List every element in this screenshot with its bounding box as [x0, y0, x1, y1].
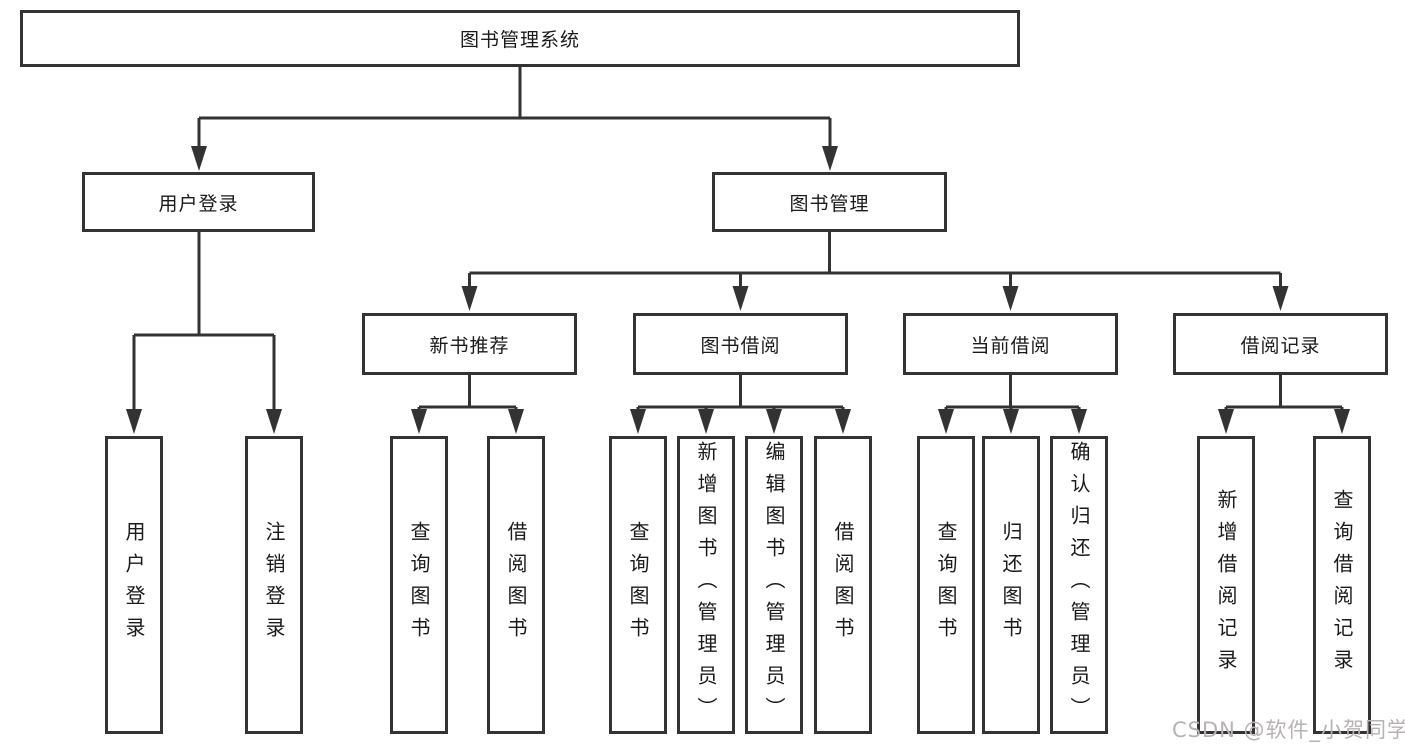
leaf-confirm-return-admin-label: 确认归还（管理员）: [1067, 441, 1091, 729]
node-current-borrow: 当前借阅: [903, 313, 1118, 375]
leaf-logout-label: 注销登录: [262, 521, 286, 649]
node-root-label: 图书管理系统: [459, 29, 580, 51]
leaf-borrow-books-recommend: 借阅图书: [487, 436, 545, 734]
leaf-query-books-borrow-label: 查询图书: [626, 521, 650, 649]
arrowheads: [126, 146, 1350, 434]
leaf-edit-books-admin: 编辑图书（管理员）: [745, 436, 803, 734]
leaf-query-books-borrow: 查询图书: [609, 436, 667, 734]
leaf-query-books-recommend: 查询图书: [390, 436, 448, 734]
leaf-return-books: 归还图书: [982, 436, 1040, 734]
leaf-logout: 注销登录: [245, 436, 303, 734]
leaf-return-books-label: 归还图书: [999, 521, 1023, 649]
node-borrow-records: 借阅记录: [1173, 313, 1388, 375]
leaf-query-borrow-record-label: 查询借阅记录: [1330, 489, 1354, 681]
node-borrow-records-label: 借阅记录: [1240, 334, 1321, 357]
node-book-borrow-label: 图书借阅: [700, 334, 781, 357]
node-book-management-label: 图书管理: [789, 192, 870, 215]
leaf-user-login: 用户登录: [105, 436, 163, 734]
leaf-add-books-admin-label: 新增图书（管理员）: [694, 441, 718, 729]
leaf-borrow-books-label: 借阅图书: [831, 521, 855, 649]
node-book-management: 图书管理: [712, 172, 947, 232]
leaf-query-books-current: 查询图书: [917, 436, 975, 734]
node-user-login-label: 用户登录: [158, 192, 239, 215]
leaf-borrow-books: 借阅图书: [814, 436, 872, 734]
node-new-book-recommend: 新书推荐: [362, 313, 577, 375]
node-user-login: 用户登录: [82, 172, 315, 232]
leaf-add-borrow-record: 新增借阅记录: [1197, 436, 1255, 734]
csdn-watermark: CSDN @软件_小贺同学: [1172, 718, 1405, 742]
leaf-user-login-label: 用户登录: [122, 521, 146, 649]
leaf-confirm-return-admin: 确认归还（管理员）: [1050, 436, 1108, 734]
leaf-query-borrow-record: 查询借阅记录: [1313, 436, 1371, 734]
node-root-system: 图书管理系统: [20, 10, 1020, 67]
node-new-book-recommend-label: 新书推荐: [429, 334, 510, 357]
leaf-edit-books-admin-label: 编辑图书（管理员）: [762, 441, 786, 729]
leaf-add-books-admin: 新增图书（管理员）: [677, 436, 735, 734]
node-book-borrow: 图书借阅: [633, 313, 848, 375]
leaf-query-books-recommend-label: 查询图书: [407, 521, 431, 649]
leaf-query-books-current-label: 查询图书: [934, 521, 958, 649]
leaf-borrow-books-recommend-label: 借阅图书: [504, 521, 528, 649]
leaf-add-borrow-record-label: 新增借阅记录: [1214, 489, 1238, 681]
node-current-borrow-label: 当前借阅: [970, 334, 1051, 357]
